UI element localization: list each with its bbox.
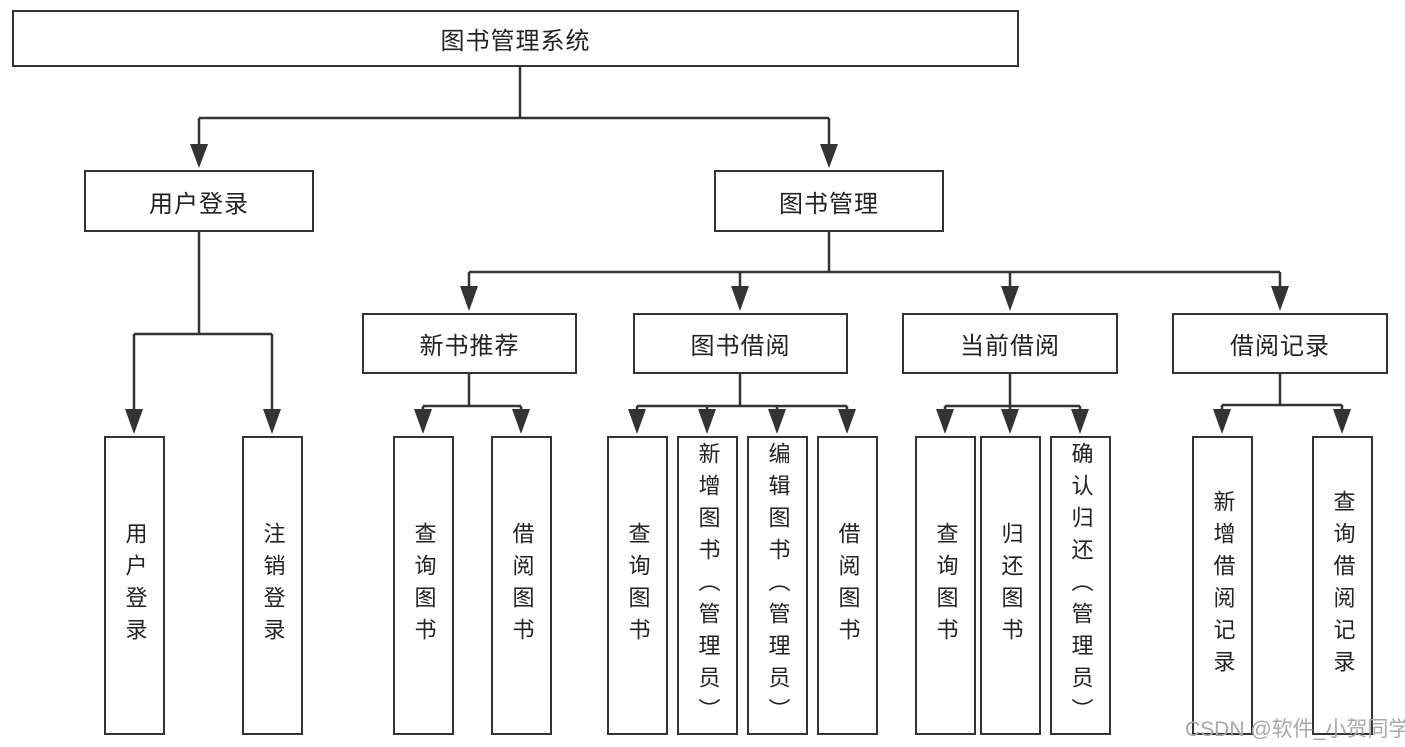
leaf-borrow-books-1-label: 借阅图书	[509, 521, 535, 650]
node-book-borrow: 图书借阅	[633, 313, 848, 374]
leaf-logout: 注销登录	[242, 436, 303, 735]
leaf-query-borrow-record-label: 查询借阅记录	[1330, 489, 1356, 682]
leaf-return-books: 归还图书	[980, 436, 1041, 735]
leaf-query-books-2-label: 查询图书	[625, 521, 651, 650]
leaf-query-books-1: 查询图书	[393, 436, 454, 735]
csdn-watermark: CSDN @软件_小贺同学	[1185, 718, 1405, 741]
node-root-system: 图书管理系统	[12, 10, 1019, 67]
leaf-query-borrow-record: 查询借阅记录	[1312, 436, 1373, 735]
leaf-query-books-1-label: 查询图书	[411, 521, 437, 650]
leaf-confirm-return-admin: 确认归还（管理员）	[1050, 436, 1111, 735]
node-new-book-recommend: 新书推荐	[362, 313, 577, 374]
node-current-borrow: 当前借阅	[902, 313, 1118, 374]
leaf-borrow-books-2: 借阅图书	[817, 436, 878, 735]
leaf-confirm-return-admin-label: 确认归还（管理员）	[1068, 441, 1094, 730]
leaf-query-books-3-label: 查询图书	[933, 521, 959, 650]
leaf-user-login: 用户登录	[104, 436, 165, 735]
leaf-borrow-books-1: 借阅图书	[491, 436, 552, 735]
node-user-login: 用户登录	[84, 170, 314, 232]
leaf-logout-label: 注销登录	[260, 521, 286, 650]
leaf-add-books-admin-label: 新增图书（管理员）	[695, 441, 721, 730]
leaf-add-borrow-record-label: 新增借阅记录	[1210, 489, 1236, 682]
leaf-edit-books-admin-label: 编辑图书（管理员）	[765, 441, 791, 730]
leaf-add-books-admin: 新增图书（管理员）	[677, 436, 738, 735]
leaf-query-books-2: 查询图书	[607, 436, 668, 735]
leaf-add-borrow-record: 新增借阅记录	[1192, 436, 1253, 735]
leaf-query-books-3: 查询图书	[915, 436, 976, 735]
leaf-user-login-label: 用户登录	[122, 521, 148, 650]
leaf-borrow-books-2-label: 借阅图书	[835, 521, 861, 650]
leaf-return-books-label: 归还图书	[998, 521, 1024, 650]
node-book-management: 图书管理	[714, 170, 944, 232]
node-borrow-records: 借阅记录	[1172, 313, 1388, 374]
leaf-edit-books-admin: 编辑图书（管理员）	[747, 436, 808, 735]
